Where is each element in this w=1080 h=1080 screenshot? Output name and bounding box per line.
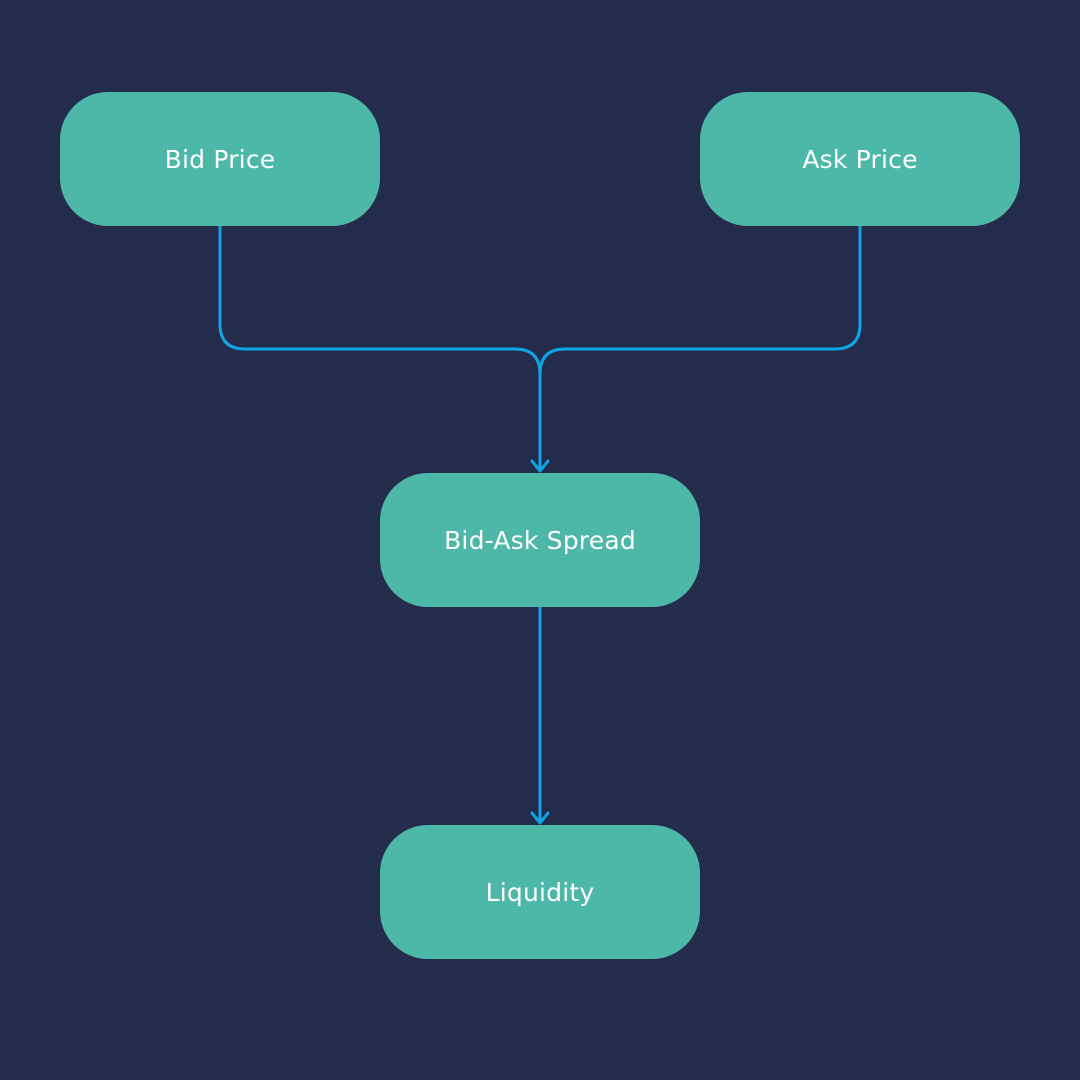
node-bid-price-label: Bid Price	[164, 144, 276, 174]
node-liquidity-label: Liquidity	[485, 877, 595, 907]
arrowhead-liquidity	[530, 811, 550, 825]
node-bid-price: Bid Price	[60, 92, 380, 226]
connector-ask-to-spread	[538, 226, 862, 375]
node-bid-ask-spread-label: Bid-Ask Spread	[444, 525, 636, 555]
arrowhead-spread	[530, 459, 550, 473]
node-ask-price: Ask Price	[700, 92, 1020, 226]
node-ask-price-label: Ask Price	[802, 144, 918, 174]
node-bid-ask-spread: Bid-Ask Spread	[380, 473, 700, 607]
connector-bid-to-spread	[218, 226, 542, 470]
node-liquidity: Liquidity	[380, 825, 700, 959]
